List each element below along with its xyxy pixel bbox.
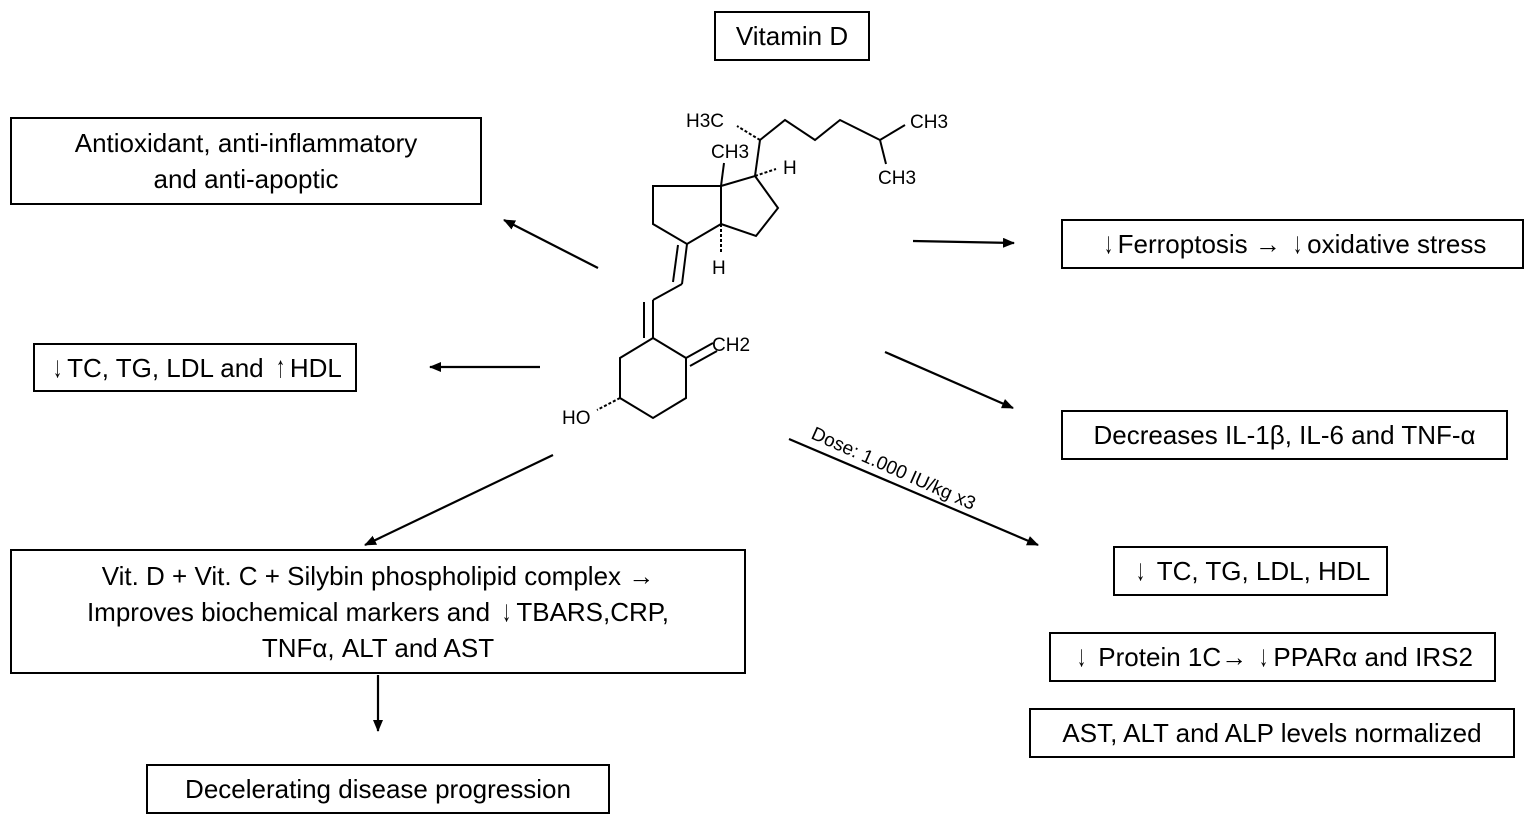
ferroptosis-text1: Ferroptosis (1117, 229, 1248, 259)
antioxidant-line1: Antioxidant, anti-inflammatory (74, 128, 418, 158)
decelerating-text: Decelerating disease progression (185, 774, 571, 804)
combo-line2a: Improves biochemical markers and (86, 596, 491, 627)
arrow-to-lipids-right (788, 437, 1039, 547)
protein-text2: PPARα and IRS2 (1273, 642, 1473, 672)
enzymes-text: AST, ALT and ALP levels normalized (1062, 718, 1482, 748)
right-arrow-icon: → (1221, 642, 1248, 672)
down-arrow-icon: ↓ (502, 594, 512, 628)
arrow-to-decreases (884, 350, 1014, 410)
lipids-right-box: ↓ TC, TG, LDL, HDL (1113, 546, 1388, 596)
down-arrow-icon: ↓ (1293, 227, 1303, 260)
lipids-left-text1: TC, TG, LDL and (67, 352, 264, 383)
lipids-left-box: ↓TC, TG, LDL and ↑HDL (33, 343, 357, 392)
right-arrow-icon: → (628, 560, 655, 591)
lipids-left-text2: HDL (289, 352, 342, 383)
mol-h-bottom: H (712, 258, 726, 279)
decelerating-box: Decelerating disease progression (146, 764, 610, 814)
down-arrow-icon: ↓ (1135, 554, 1145, 587)
mol-h3c: H3C (686, 111, 724, 132)
decreases-box: Decreases IL-1β, IL-6 and TNF-α (1061, 410, 1508, 460)
down-arrow-icon: ↓ (1103, 227, 1113, 260)
ferroptosis-box: ↓Ferroptosis → ↓oxidative stress (1061, 219, 1524, 269)
dose-label: Dose: 1.000 IU/kg x3 (808, 423, 979, 514)
antioxidant-line2: and anti-apoptic (153, 164, 339, 194)
vitamin-d-structure (596, 118, 906, 420)
mol-ch3-top: CH3 (910, 112, 948, 133)
down-arrow-icon: ↓ (1077, 640, 1087, 673)
mol-ch2: CH2 (712, 335, 750, 356)
title-box: Vitamin D (714, 11, 870, 61)
mol-h-top: H (783, 158, 797, 179)
up-arrow-icon: ↑ (275, 350, 285, 384)
arrow-to-combo (364, 454, 554, 546)
mol-ho: HO (562, 408, 591, 429)
lipids-right-text: TC, TG, LDL, HDL (1156, 556, 1371, 586)
arrow-to-antioxidant (503, 219, 599, 269)
right-arrow-icon: → (1254, 229, 1281, 259)
protein-box: ↓ Protein 1C→ ↓PPARα and IRS2 (1049, 632, 1496, 682)
title: Vitamin D (735, 21, 849, 51)
ferroptosis-text2: oxidative stress (1307, 229, 1487, 259)
antioxidant-box: Antioxidant, anti-inflammatory and anti-… (10, 117, 482, 205)
mol-ch3-branch: CH3 (878, 168, 916, 189)
decreases-text: Decreases IL-1β, IL-6 and TNF-α (1093, 420, 1476, 450)
vitd-combo-box: Vit. D + Vit. C + Silybin phospholipid c… (10, 549, 746, 674)
protein-text1: Protein 1C (1098, 642, 1222, 672)
down-arrow-icon: ↓ (53, 350, 63, 384)
enzymes-box: AST, ALT and ALP levels normalized (1029, 708, 1515, 758)
combo-line2b: TBARS,CRP, (516, 596, 670, 627)
arrow-to-ferroptosis (912, 237, 1015, 248)
combo-line1: Vit. D + Vit. C + Silybin phospholipid c… (101, 560, 622, 591)
combo-line3: TNFα, ALT and AST (261, 632, 495, 663)
mol-ch3-methyl: CH3 (711, 142, 749, 163)
down-arrow-icon: ↓ (1259, 640, 1269, 673)
